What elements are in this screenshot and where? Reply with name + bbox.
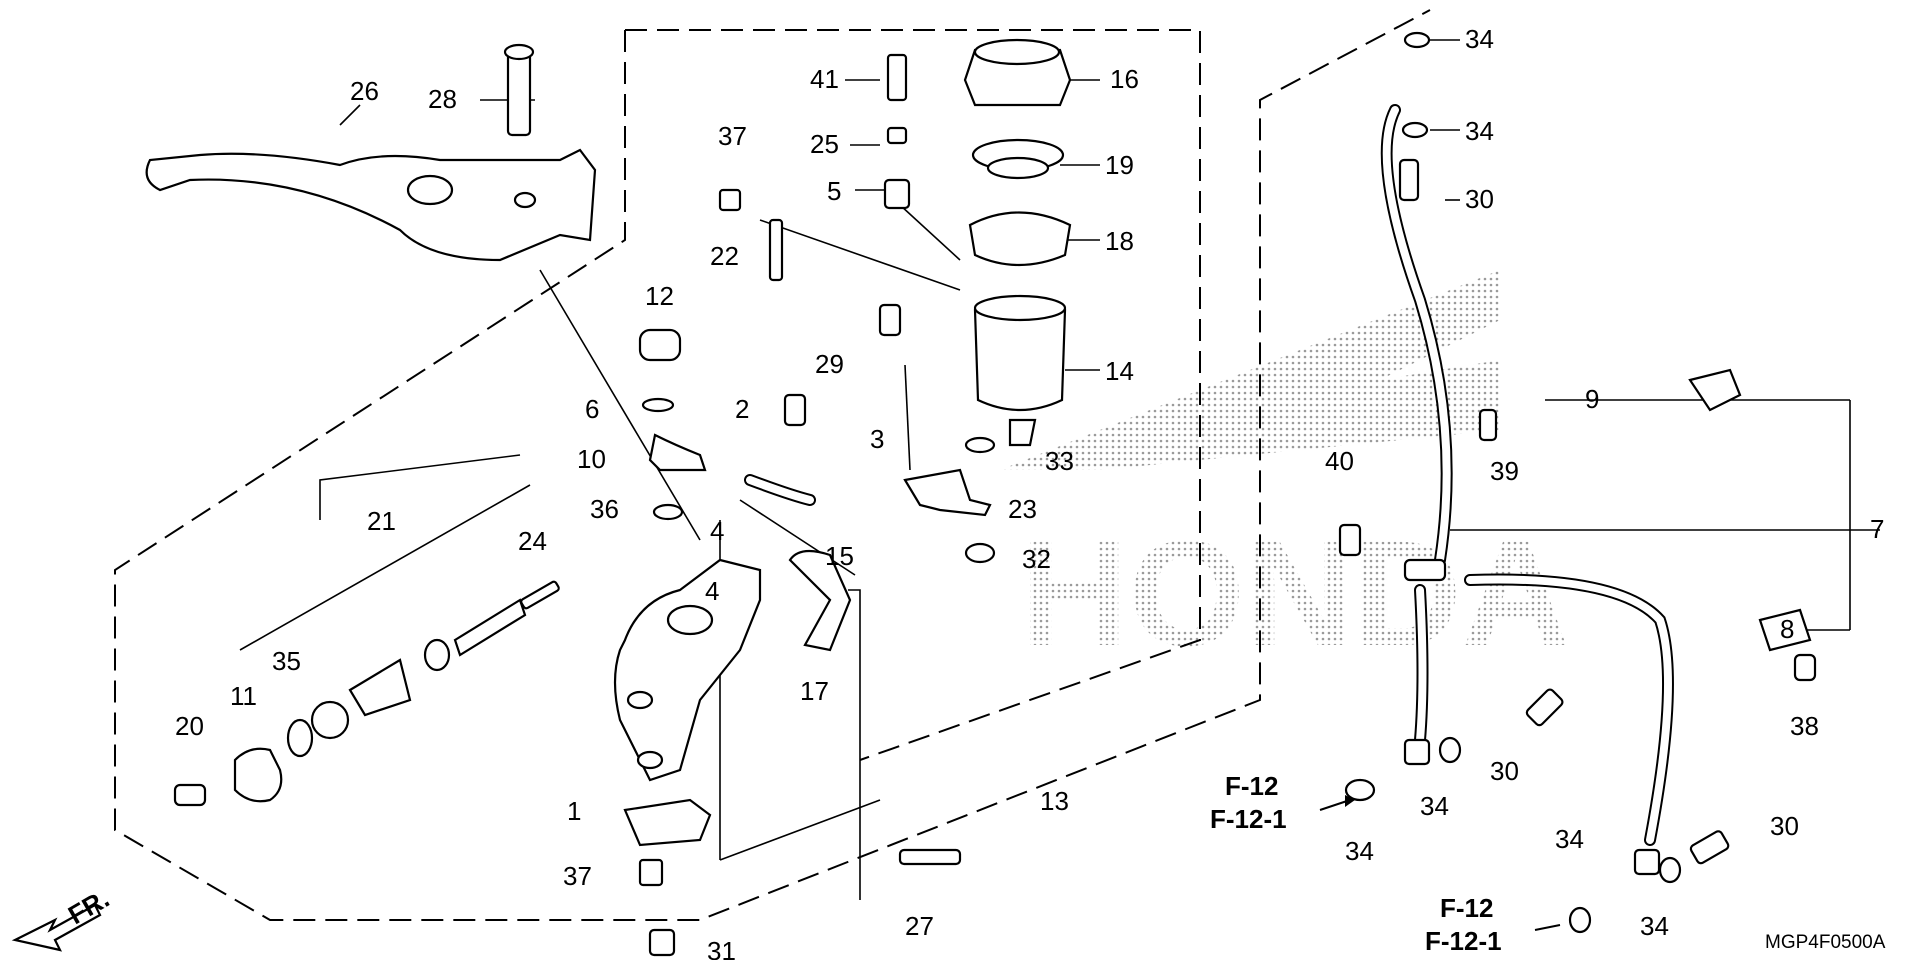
callout: 1 — [567, 796, 581, 826]
callout: 9 — [1585, 384, 1599, 414]
reservoir-stay — [903, 468, 992, 517]
callout: 31 — [707, 936, 736, 960]
ref-label: F-12-1 — [1210, 804, 1287, 834]
pivot-bolt — [503, 43, 535, 137]
callout: 34 — [1420, 791, 1449, 821]
callout: 26 — [350, 76, 379, 106]
callout: 27 — [905, 911, 934, 941]
callout: 3 — [870, 424, 884, 454]
front-direction-arrow: FR. — [11, 883, 114, 952]
callout: 34 — [1555, 824, 1584, 854]
brake-light-switch — [623, 798, 712, 847]
callout: 34 — [1640, 911, 1669, 941]
callout: 40 — [1325, 446, 1354, 476]
ref-label: F-12 — [1440, 893, 1493, 923]
callout: 5 — [827, 176, 841, 206]
callout: 36 — [590, 494, 619, 524]
leader-lines — [239, 39, 1880, 900]
reservoir-tank — [973, 294, 1067, 447]
callout: 21 — [367, 506, 396, 536]
clamp-holder — [788, 549, 852, 652]
brake-lever — [145, 148, 597, 262]
callout: 6 — [585, 394, 599, 424]
callout: 30 — [1770, 811, 1799, 841]
assembly-outlines — [114, 9, 1431, 921]
callout: 33 — [1045, 446, 1074, 476]
callout: 20 — [175, 711, 204, 741]
callout: 41 — [810, 64, 839, 94]
callout: 15 — [825, 541, 854, 571]
callout: 24 — [518, 526, 547, 556]
brake-hoses — [1338, 31, 1817, 934]
callout: 37 — [563, 861, 592, 891]
small-parts — [638, 53, 996, 957]
callout: 7 — [1870, 514, 1884, 544]
callout: 30 — [1490, 756, 1519, 786]
callout: 16 — [1110, 64, 1139, 94]
callout: 11 — [230, 681, 257, 711]
ref-label: F-12 — [1225, 771, 1278, 801]
reservoir-cap — [963, 38, 1072, 107]
piston-set — [173, 580, 560, 807]
reference-labels: F-12 F-12-1 F-12 F-12-1 — [1210, 771, 1561, 956]
callout: 4 — [705, 576, 719, 606]
watermark-text: HONDA — [1020, 509, 1570, 677]
callout: 34 — [1345, 836, 1374, 866]
callout: 34 — [1465, 116, 1494, 146]
ref-label: F-12-1 — [1425, 926, 1502, 956]
callout: 18 — [1105, 226, 1134, 256]
callout: 28 — [428, 84, 457, 114]
reservoir-hose — [744, 474, 816, 506]
callout: 38 — [1790, 711, 1819, 741]
callout: 19 — [1105, 150, 1134, 180]
callout: 32 — [1022, 544, 1051, 574]
drawing-code: MGP4F0500A — [1765, 932, 1886, 953]
callout: 2 — [735, 394, 749, 424]
honda-wing-watermark: HONDA — [1000, 270, 1570, 677]
callout: 25 — [810, 129, 839, 159]
callout: 4 — [710, 516, 724, 546]
callout: 29 — [815, 349, 844, 379]
callout: 14 — [1105, 356, 1134, 386]
master-cylinder-body — [613, 558, 762, 782]
callout: 23 — [1008, 494, 1037, 524]
callout-labels: 26 28 41 16 25 19 5 37 18 22 12 29 14 2 … — [175, 24, 1884, 960]
callout: 35 — [272, 646, 301, 676]
callout: 8 — [1780, 614, 1794, 644]
callout: 34 — [1465, 24, 1494, 54]
callout: 12 — [645, 281, 674, 311]
callout: 13 — [1040, 786, 1069, 816]
diaphragm-plate — [971, 138, 1065, 180]
callout: 30 — [1465, 184, 1494, 214]
callout: 39 — [1490, 456, 1519, 486]
diaphragm — [968, 211, 1072, 267]
callout: 10 — [577, 444, 606, 474]
callout: 17 — [800, 676, 829, 706]
callout: 22 — [710, 241, 739, 271]
callout: 37 — [718, 121, 747, 151]
